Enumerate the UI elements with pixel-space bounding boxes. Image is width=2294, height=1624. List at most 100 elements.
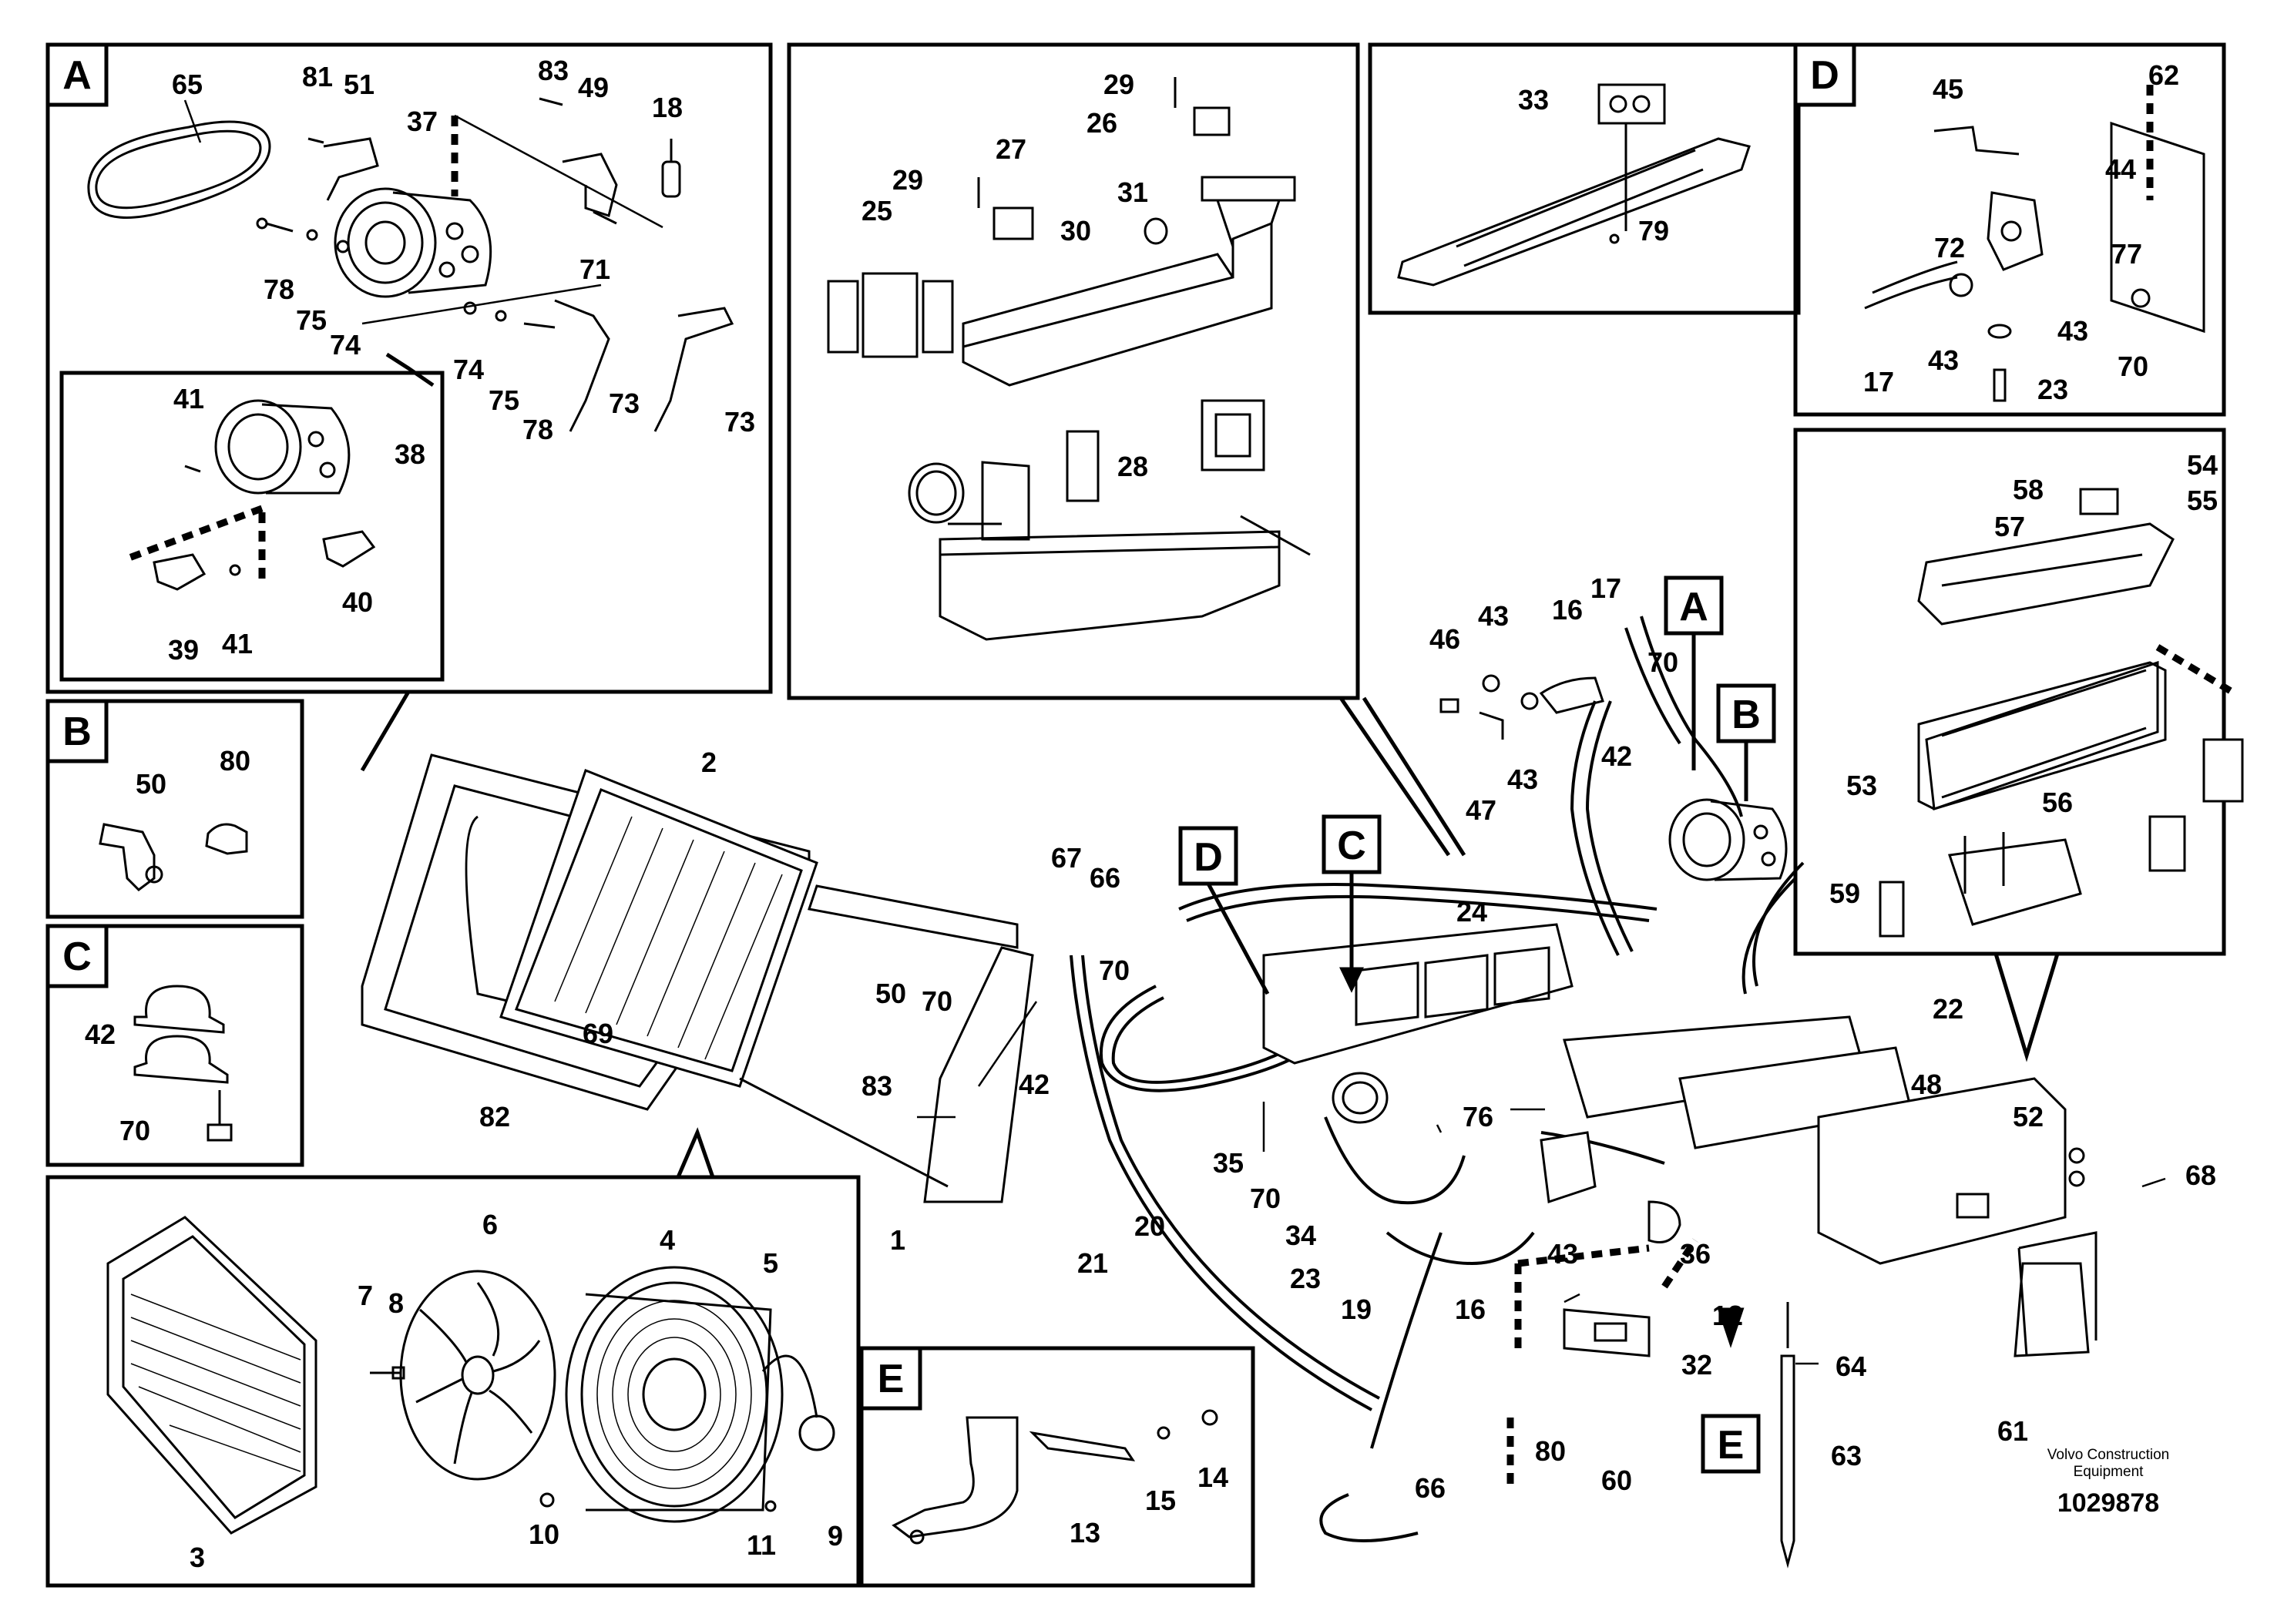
part-label-80-m: 80 (1535, 1435, 1566, 1467)
fan-assembly (370, 1266, 835, 1523)
panel-b-frame (45, 699, 304, 919)
part-label-82: 82 (479, 1101, 510, 1132)
part-label-73-a: 73 (609, 388, 640, 419)
part-label-63: 63 (1831, 1440, 1862, 1471)
credit-line-2: Equipment (2074, 1464, 2145, 1480)
part-label-22: 22 (1933, 993, 1963, 1025)
part-label-34: 34 (1285, 1220, 1316, 1251)
part-label-54: 54 (2187, 449, 2218, 481)
alignment-dashes-filter (2155, 644, 2237, 696)
fan-guard-rings (596, 1300, 752, 1489)
part-label-4: 4 (660, 1224, 675, 1256)
document-number: 1029878 (2057, 1488, 2159, 1518)
compressor-main (1668, 798, 1788, 881)
part-label-48: 48 (1911, 1069, 1942, 1100)
part-label-50-m: 50 (875, 978, 906, 1009)
part-label-66-b: 66 (1415, 1472, 1446, 1504)
part-label-26: 26 (1087, 107, 1117, 139)
part-label-27: 27 (996, 133, 1026, 165)
part-label-75-b: 75 (489, 384, 519, 416)
alignment-dashes-main (1506, 1238, 1698, 1487)
part-label-6: 6 (482, 1209, 498, 1240)
part-label-80-b: 80 (220, 745, 250, 777)
part-label-83-m: 83 (862, 1070, 892, 1102)
part-label-47: 47 (1466, 794, 1496, 826)
part-label-17-u: 17 (1590, 572, 1621, 604)
callout-letter-d: D (1194, 835, 1223, 880)
heater-unit (1262, 923, 2098, 1357)
part-label-18: 18 (652, 92, 683, 123)
part-label-79: 79 (1638, 215, 1669, 247)
panel-a-frame (45, 42, 773, 694)
alignment-dashes-a (126, 116, 458, 586)
panel-letter-boxes (45, 42, 1856, 1411)
part-label-44: 44 (2105, 153, 2136, 185)
part-label-39: 39 (168, 634, 199, 666)
part-label-11: 11 (747, 1529, 776, 1561)
refrigerant-hoses (1070, 616, 1805, 1542)
callout-boxes (1178, 575, 1776, 1474)
part-label-32: 32 (1681, 1349, 1712, 1381)
part-label-42-c: 42 (85, 1018, 116, 1050)
part-label-70-m2: 70 (922, 985, 952, 1017)
brackets-right (1780, 1147, 2090, 1569)
part-label-41-b: 41 (222, 628, 253, 659)
part-label-2: 2 (701, 747, 717, 778)
part-label-73-b: 73 (724, 406, 755, 438)
part-label-71: 71 (579, 253, 610, 285)
part-label-16-m: 16 (1455, 1293, 1486, 1325)
part-label-10: 10 (529, 1518, 559, 1550)
part-label-23-m: 23 (1290, 1263, 1321, 1294)
part-label-13: 13 (1070, 1517, 1100, 1549)
part-label-67: 67 (1051, 842, 1082, 874)
part-label-57: 57 (1994, 511, 2025, 542)
part-label-25: 25 (862, 195, 892, 226)
panel-e-frame (859, 1346, 1255, 1588)
panel-b-parts (99, 823, 248, 891)
part-label-33: 33 (1518, 84, 1549, 116)
condenser-assembly (361, 753, 1034, 1203)
part-label-45: 45 (1933, 73, 1963, 105)
part-label-58: 58 (2013, 474, 2044, 505)
panel-c-frame (45, 924, 304, 1167)
part-label-1: 1 (890, 1224, 905, 1256)
callout-arrows (1206, 633, 1748, 1348)
part-label-5: 5 (763, 1247, 778, 1279)
panel-e-parts (892, 1409, 1218, 1545)
part-label-50-b: 50 (136, 768, 166, 800)
part-label-52: 52 (2013, 1101, 2044, 1132)
panel-letter-e: E (878, 1357, 905, 1401)
panel-letter-b: B (62, 710, 92, 754)
part-label-24: 24 (1456, 896, 1487, 928)
part-label-70-c: 70 (119, 1115, 150, 1146)
part-label-72: 72 (1934, 232, 1965, 263)
part-label-9: 9 (828, 1520, 843, 1552)
part-label-29-a: 29 (1103, 69, 1134, 100)
part-label-66-a: 66 (1090, 862, 1120, 894)
part-label-60: 60 (1601, 1465, 1632, 1496)
part-label-75-a: 75 (296, 304, 327, 336)
part-label-74-a: 74 (330, 329, 361, 361)
part-label-70-m3: 70 (1250, 1183, 1281, 1214)
part-label-83-a: 83 (538, 55, 569, 86)
panel-letter-c: C (62, 934, 92, 979)
panel-frames (45, 42, 2226, 1588)
part-label-68: 68 (2185, 1159, 2216, 1191)
part-label-49: 49 (578, 72, 609, 103)
leader-lines-a (361, 114, 663, 325)
panel-filter-frame (1793, 428, 2226, 956)
part-label-31: 31 (1117, 176, 1148, 208)
filter-housing-parts (1879, 488, 2244, 938)
part-label-64: 64 (1836, 1351, 1866, 1382)
part-label-62: 62 (2148, 59, 2179, 91)
panel-letter-a: A (62, 53, 92, 98)
condenser-core (106, 1216, 317, 1535)
part-label-55: 55 (2187, 485, 2218, 516)
part-label-53: 53 (1846, 770, 1877, 801)
panel-d-frame (1793, 42, 2226, 417)
panel-d-parts (1864, 121, 2205, 402)
part-label-81: 81 (302, 61, 333, 92)
part-label-29-b: 29 (892, 164, 923, 196)
part-label-8: 8 (388, 1287, 404, 1319)
